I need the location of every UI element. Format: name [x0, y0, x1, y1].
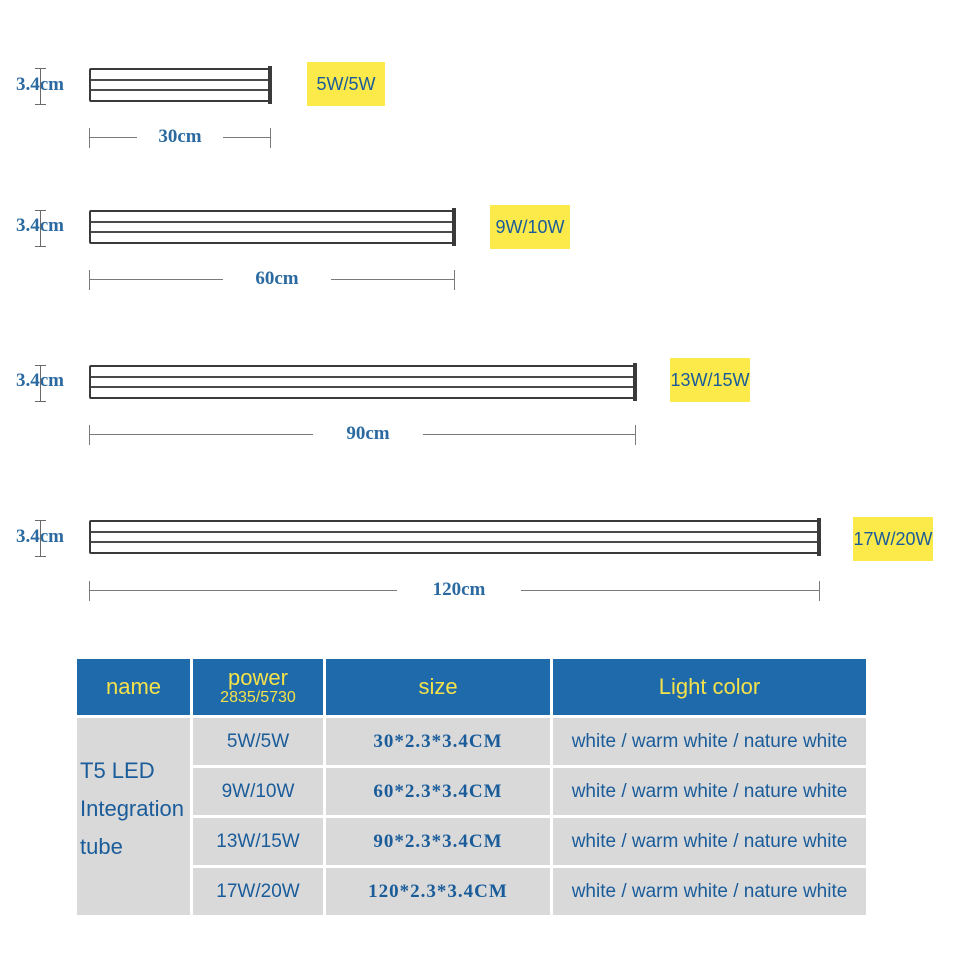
length-label: 60cm	[223, 268, 331, 290]
size-cell: 60*2.3*3.4CM	[326, 768, 550, 815]
power-cell: 13W/15W	[193, 818, 323, 865]
length-dimension: 120cm	[89, 579, 820, 601]
height-dimension-cap	[35, 104, 46, 105]
height-dimension-line	[40, 68, 41, 104]
table-row: T5 LED Integration tube 5W/5W 30*2.3*3.4…	[77, 718, 866, 915]
power-badge: 5W/5W	[307, 62, 385, 106]
product-name-cell: T5 LED Integration tube	[77, 718, 190, 915]
height-dimension-cap	[35, 68, 46, 69]
size-cell: 90*2.3*3.4CM	[326, 818, 550, 865]
length-dimension: 60cm	[89, 268, 455, 290]
length-label: 30cm	[137, 126, 223, 148]
power-cell: 5W/5W	[193, 718, 323, 765]
height-dimension-cap	[35, 556, 46, 557]
height-dimension-line	[40, 520, 41, 556]
table-header-row: name power 2835/5730 size Light color	[77, 659, 866, 715]
power-cell: 9W/10W	[193, 768, 323, 815]
led-tube-60cm	[89, 208, 456, 246]
power-badge: 13W/15W	[670, 358, 750, 402]
spec-table: name power 2835/5730 size Light color T5…	[74, 656, 869, 918]
light-color-cell: white / warm white / nature white	[553, 768, 866, 815]
product-name-line: tube	[80, 834, 123, 859]
table-row: 17W/20W 120*2.3*3.4CM white / warm white…	[77, 868, 866, 915]
size-cell: 120*2.3*3.4CM	[326, 868, 550, 915]
height-dimension-cap	[35, 520, 46, 521]
light-color-cell: white / warm white / nature white	[553, 868, 866, 915]
height-dimension-cap	[35, 401, 46, 402]
light-color-cell: white / warm white / nature white	[553, 818, 866, 865]
power-cell: 17W/20W	[193, 868, 323, 915]
power-badge: 17W/20W	[853, 517, 933, 561]
power-badge: 9W/10W	[490, 205, 570, 249]
height-dimension-cap	[35, 210, 46, 211]
height-dimension-line	[40, 210, 41, 246]
height-dimension-line	[40, 365, 41, 401]
header-name: name	[77, 659, 190, 715]
led-tube-30cm	[89, 66, 272, 104]
length-label: 90cm	[313, 423, 423, 445]
length-label: 120cm	[397, 579, 521, 601]
led-tube-120cm	[89, 518, 821, 556]
header-power: power 2835/5730	[193, 659, 323, 715]
light-color-cell: white / warm white / nature white	[553, 718, 866, 765]
product-name-line: T5 LED	[80, 758, 155, 783]
size-cell: 30*2.3*3.4CM	[326, 718, 550, 765]
height-dimension-cap	[35, 246, 46, 247]
height-dimension-cap	[35, 365, 46, 366]
table-row: 13W/15W 90*2.3*3.4CM white / warm white …	[77, 818, 866, 865]
product-name-line: Integration	[80, 796, 184, 821]
header-light-color: Light color	[553, 659, 866, 715]
length-dimension: 30cm	[89, 126, 271, 148]
header-size: size	[326, 659, 550, 715]
length-dimension: 90cm	[89, 423, 636, 445]
table-row: 9W/10W 60*2.3*3.4CM white / warm white /…	[77, 768, 866, 815]
led-tube-90cm	[89, 363, 637, 401]
